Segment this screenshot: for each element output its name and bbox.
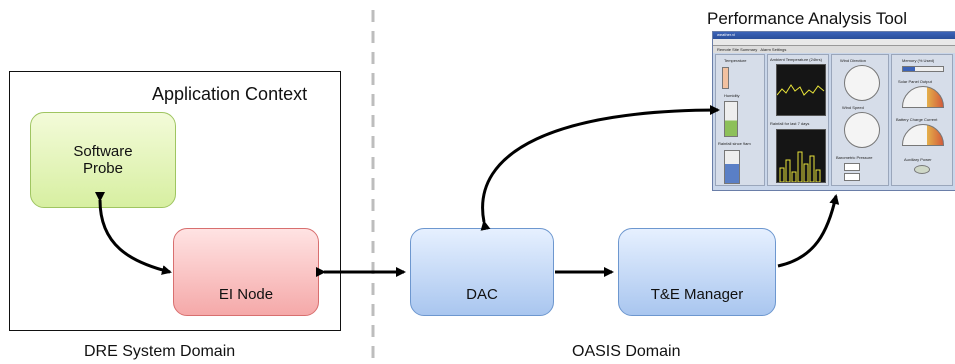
performance-analysis-tool-screenshot: weather.vi Remote Site Summary Alarm Set… xyxy=(712,31,955,191)
te-manager-label: T&E Manager xyxy=(650,286,744,303)
battery-charge-label: Battery Charge Current xyxy=(896,117,938,122)
oasis-domain-label: OASIS Domain xyxy=(572,343,681,360)
software-probe-label-line2: Probe xyxy=(82,160,123,177)
barometric-pressure-field xyxy=(844,163,860,171)
arrow-te-manager-tool xyxy=(777,194,840,268)
wind-direction-label: Wind Direction xyxy=(840,58,867,63)
temperature-gauge xyxy=(722,67,729,89)
auxiliary-power-led xyxy=(914,165,930,174)
window-tabs: Remote Site Summary Alarm Settings xyxy=(713,46,955,53)
barometric-pressure-field-2 xyxy=(844,173,860,181)
wind-direction-dial xyxy=(844,65,880,101)
application-context-title: Application Context xyxy=(152,84,308,104)
dre-system-domain-label: DRE System Domain xyxy=(84,343,236,360)
te-manager-node: T&E Manager xyxy=(618,228,776,316)
rainfall-7-days-label: Rainfall for last 7 days xyxy=(770,121,810,126)
panel-charts: Ambient Temperature (24hrs) Rainfall for… xyxy=(767,54,829,186)
solar-panel-label: Solar Panel Output xyxy=(898,79,932,84)
ei-node-label: EI Node xyxy=(218,286,274,303)
rainfall-label: Rainfall since 9am xyxy=(718,141,751,146)
rainfall-7-days-chart xyxy=(776,129,826,183)
humidity-label: Humidity xyxy=(724,93,740,98)
dac-node: DAC xyxy=(410,228,554,316)
arrow-probe-ei-node xyxy=(94,191,172,275)
window-toolbar xyxy=(713,39,955,46)
window-title: weather.vi xyxy=(717,32,736,37)
window-titlebar: weather.vi xyxy=(713,32,955,39)
humidity-tank xyxy=(724,101,738,137)
application-context-box xyxy=(9,71,341,331)
ambient-temperature-chart xyxy=(776,64,826,116)
memory-label: Memory (% Used) xyxy=(902,58,935,63)
tab-remote-site: Remote Site Summary xyxy=(717,47,758,52)
auxiliary-power-label: Auxiliary Power xyxy=(904,157,932,162)
wind-speed-dial xyxy=(844,112,880,148)
panel-left: Temperature Humidity Rainfall since 9am xyxy=(715,54,765,186)
rainfall-tank xyxy=(724,150,740,184)
dac-label: DAC xyxy=(466,286,498,303)
temperature-label: Temperature xyxy=(724,58,747,63)
arrow-dac-tool xyxy=(480,105,720,231)
panel-power: Memory (% Used) Solar Panel Output Batte… xyxy=(891,54,953,186)
ambient-temperature-trace xyxy=(776,84,825,96)
ambient-temperature-label: Ambient Temperature (24hrs) xyxy=(770,57,822,62)
software-probe-label-line1: Software xyxy=(73,143,133,160)
wind-speed-label: Wind Speed xyxy=(842,105,864,110)
barometric-pressure-label: Barometric Pressure xyxy=(836,155,873,160)
memory-bar xyxy=(902,66,944,72)
performance-analysis-tool-title: Performance Analysis Tool xyxy=(707,9,908,28)
ei-node: EI Node xyxy=(173,228,319,316)
panel-wind: Wind Direction Wind Speed Barometric Pre… xyxy=(831,54,889,186)
tab-alarm-settings: Alarm Settings xyxy=(760,47,787,52)
